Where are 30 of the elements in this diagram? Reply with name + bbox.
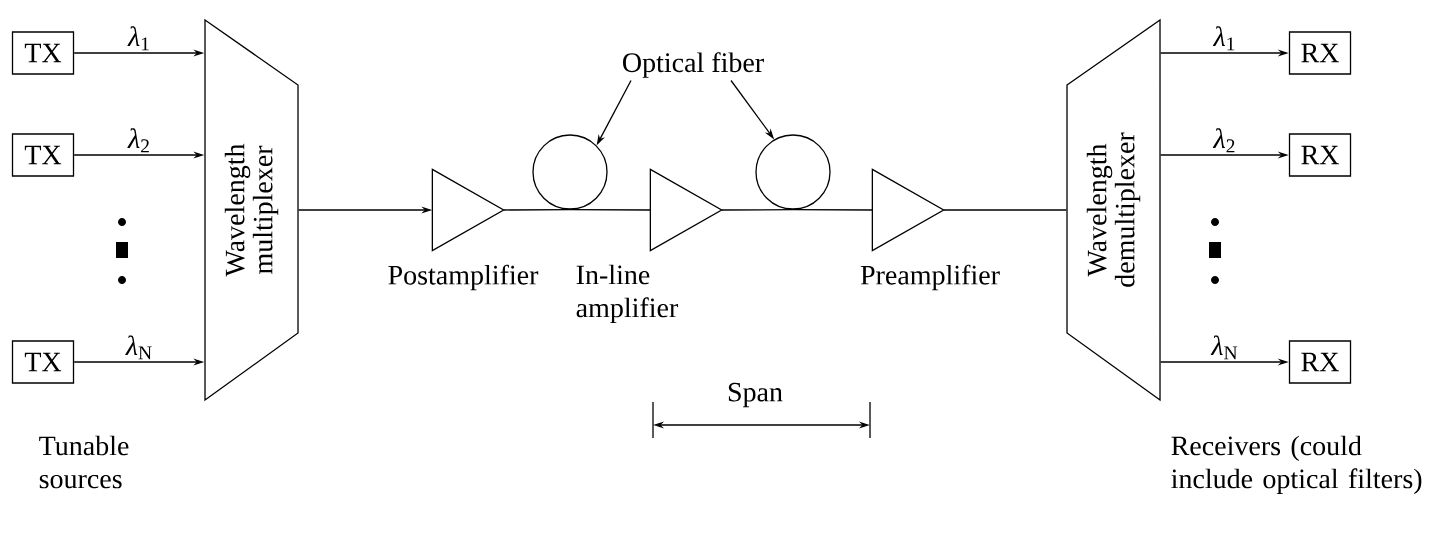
callout-text: Optical fiber [623,52,764,78]
transceiver-box: RX [1288,133,1352,177]
amplifier-label: In-line amplifier [576,264,679,324]
multiplexer-trapezoid: Wavelength demultiplexer [1066,18,1161,402]
wavelength-label: λ$_{2}$ [127,128,149,153]
fiber-coil-circle [755,134,831,210]
fiber-line [721,209,794,211]
caption-text: Tunable sources [39,435,129,489]
wavelength-label: λ$_{N}$ [125,335,152,360]
transceiver-box: TX [11,340,75,384]
fiber-line [792,209,873,211]
fiber-line [569,209,651,211]
caption-text: Receivers (could include optical filters) [1171,435,1422,495]
fiber-coil-circle [532,134,608,210]
amplifier-triangle [431,168,505,252]
fiber-line [503,209,571,211]
wavelength-label: λ$_{1}$ [1212,26,1235,51]
amplifier-label: Postamplifier [388,264,539,291]
amplifier-label: Preamplifier [860,264,1000,291]
amplifier-triangle [871,168,945,252]
wavelength-label: λ$_{1}$ [127,26,149,51]
transceiver-box: TX [11,31,75,75]
transceiver-box: RX [1288,340,1352,384]
wavelength-label: λ$_{2}$ [1212,128,1235,153]
transceiver-box: RX [1288,31,1352,75]
transceiver-box: TX [11,133,75,177]
wavelength-label: λ$_{N}$ [1210,335,1238,360]
fiber-line [943,209,1067,211]
amplifier-triangle [649,168,723,252]
span-label: Span [728,382,783,408]
